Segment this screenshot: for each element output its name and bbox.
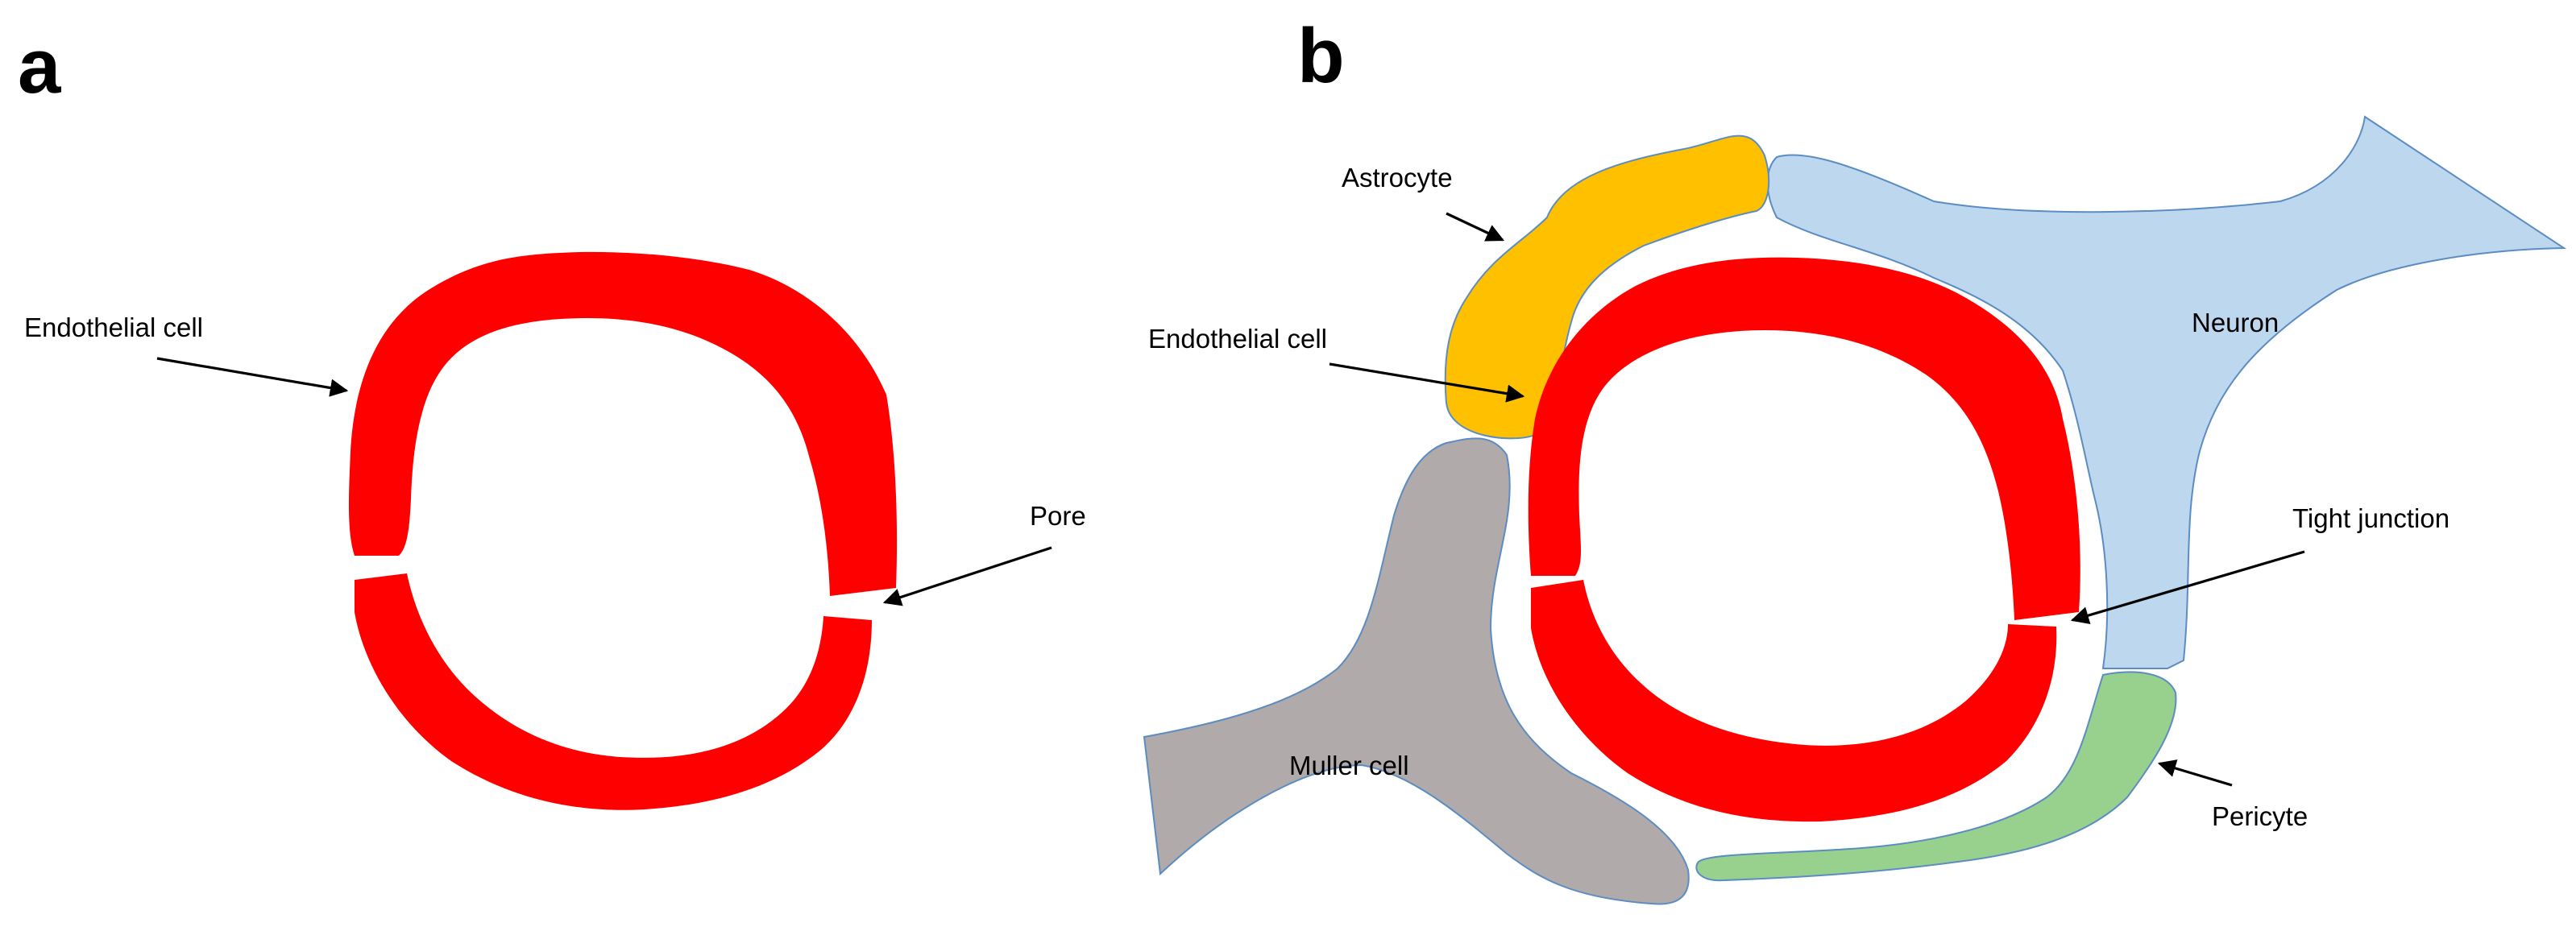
panel-b-endothelial-cell-upper <box>1528 257 2080 620</box>
panel-b-letter: b <box>1297 13 1345 99</box>
panel-b-muller-cell-label: Muller cell <box>1289 751 1409 780</box>
panel-a-endothelial-cell-lower <box>355 573 872 810</box>
panel-b-muller-cell <box>1143 437 1690 905</box>
panel-b-astrocyte-label: Astrocyte <box>1342 163 1453 192</box>
panel-b-tight-junction-arrow <box>2070 550 2305 625</box>
panel-a-pore-arrow <box>882 546 1052 606</box>
panel-a: a Endothelial cell Pore <box>18 23 1086 810</box>
panel-b: b Astrocyte Endothelial cell Neuron Tigh… <box>1143 13 2567 905</box>
panel-b-endothelial-cell-label: Endothelial cell <box>1148 324 1327 354</box>
panel-b-pericyte-arrow <box>2157 759 2233 787</box>
panel-b-endothelial-cell-lower <box>1531 580 2057 822</box>
panel-b-neuron <box>1766 115 2567 669</box>
panel-a-letter: a <box>18 23 61 110</box>
panel-a-endothelial-cell-label: Endothelial cell <box>24 312 203 342</box>
panel-a-pore-label: Pore <box>1030 501 1086 531</box>
panel-a-endothelial-cell-upper <box>348 251 898 596</box>
panel-b-pericyte <box>1695 671 2177 882</box>
panel-b-astrocyte <box>1444 134 1770 440</box>
panel-b-pericyte-label: Pericyte <box>2212 801 2308 831</box>
panel-a-endothelial-cell-arrow <box>156 357 349 397</box>
panel-b-tight-junction-label: Tight junction <box>2292 503 2449 533</box>
panel-b-endothelial-cell-arrow <box>1329 362 1525 403</box>
panel-b-neuron-label: Neuron <box>2192 308 2279 337</box>
panel-b-astrocyte-arrow <box>1446 212 1505 242</box>
